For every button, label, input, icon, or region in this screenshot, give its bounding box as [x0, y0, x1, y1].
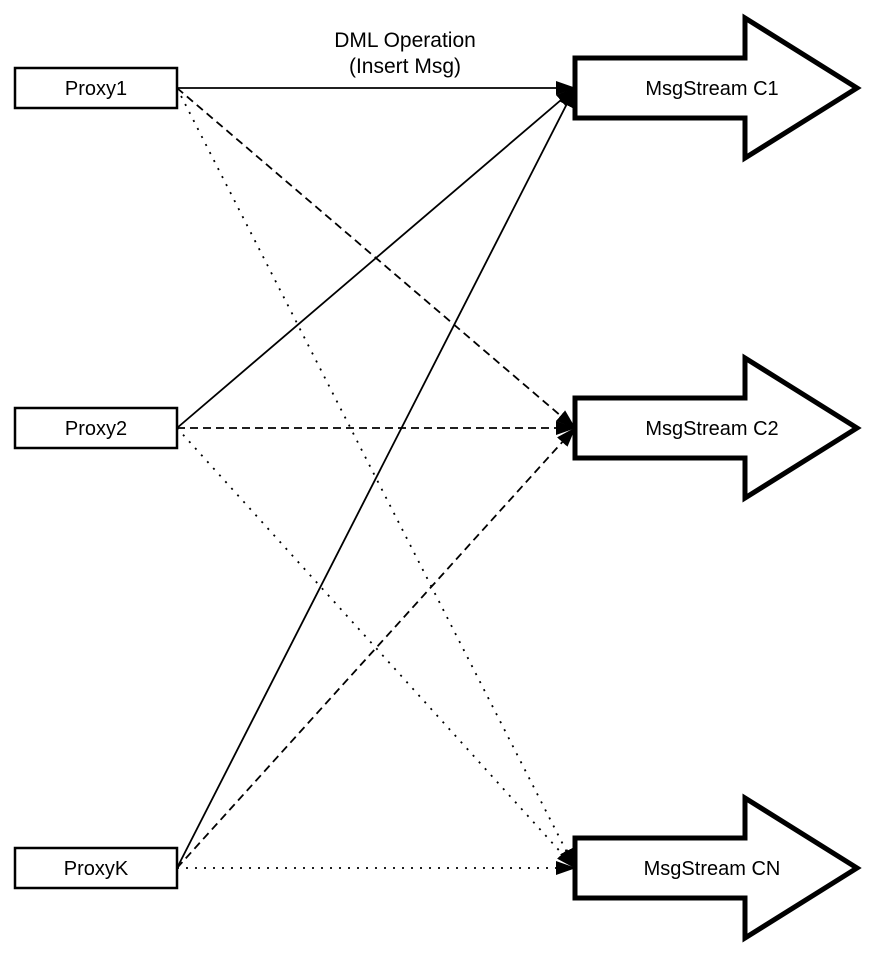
msgstream-c2-arrow-shape	[572, 353, 862, 503]
proxy-node-proxyk: ProxyK	[13, 846, 179, 890]
msgstream-c1-arrow-shape	[572, 13, 862, 163]
stream-node-c2: MsgStream C2	[572, 353, 862, 503]
msgstream-c2-label: MsgStream C2	[645, 418, 778, 440]
proxy2-box	[13, 406, 179, 450]
msgstream-c1-label: MsgStream C1	[645, 78, 778, 100]
proxy1-label: Proxy1	[65, 78, 127, 100]
edge-proxyk-c2	[176, 427, 576, 869]
edge-proxyk-c1	[176, 87, 576, 869]
proxy-node-proxy2: Proxy2	[13, 406, 179, 450]
edge-proxy1-cn	[176, 87, 576, 869]
edge-proxy2-c1	[176, 87, 576, 429]
msgstream-cn-arrow-shape	[572, 793, 862, 943]
stream-node-cn: MsgStream CN	[572, 793, 862, 943]
proxy-node-proxy1: Proxy1	[13, 66, 179, 110]
annotation-dml-operation-line1: DML Operation	[334, 29, 476, 52]
proxyk-box	[13, 846, 179, 890]
proxyk-label: ProxyK	[64, 858, 129, 880]
proxy2-label: Proxy2	[65, 418, 127, 440]
msgstream-cn-label: MsgStream CN	[644, 858, 781, 880]
stream-node-c1: MsgStream C1	[572, 13, 862, 163]
proxy1-box	[13, 66, 179, 110]
edges-layer	[176, 81, 576, 875]
annotation-dml-operation-line2: (Insert Msg)	[349, 55, 461, 78]
